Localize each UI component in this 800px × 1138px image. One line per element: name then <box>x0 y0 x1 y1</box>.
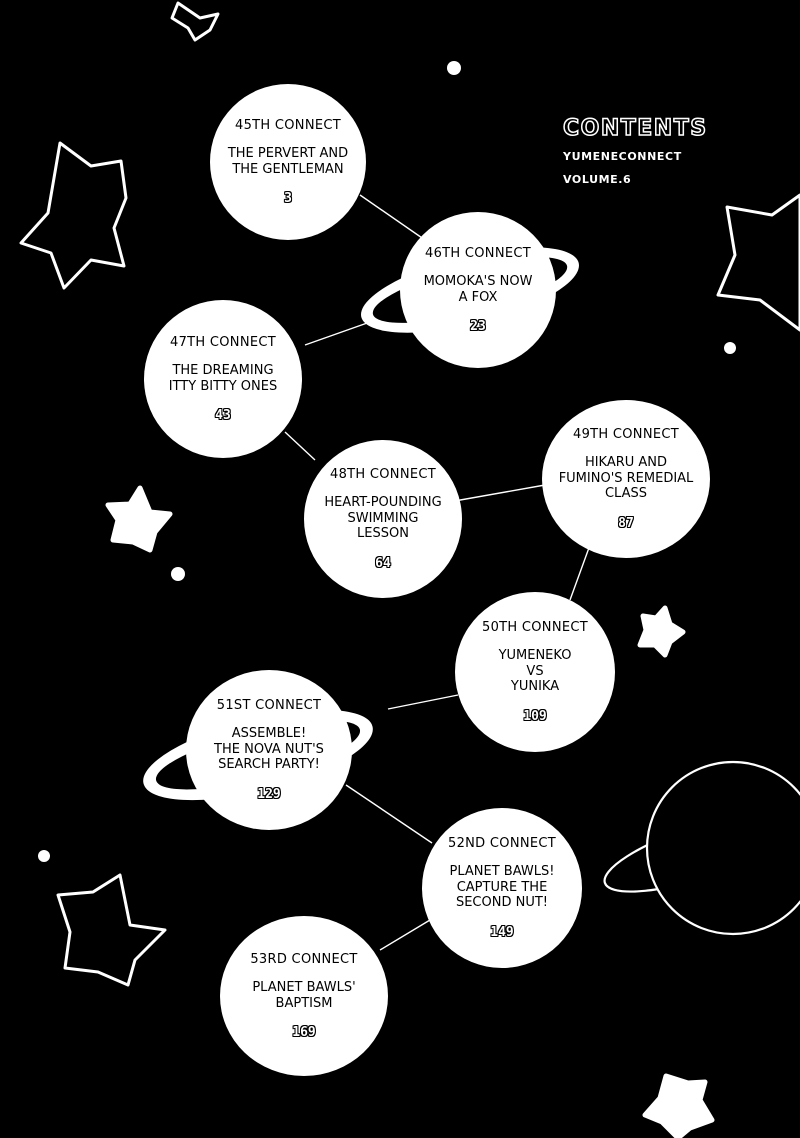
star-outline-icon <box>170 1 220 42</box>
chapter-page: 169 <box>292 1025 316 1040</box>
chapter-48[interactable]: 48TH CONNECT HEART-POUNDING SWIMMING LES… <box>304 440 462 598</box>
outline-planet-icon <box>603 760 800 936</box>
page-title: CONTENTS <box>562 115 708 142</box>
chapter-page: 23 <box>470 319 486 334</box>
chapter-number: 45TH CONNECT <box>235 118 341 133</box>
chapter-number: 49TH CONNECT <box>573 427 679 443</box>
star-filled-icon <box>642 1073 715 1138</box>
chapter-52[interactable]: 52ND CONNECT PLANET BAWLS! CAPTURE THE S… <box>422 808 582 968</box>
contents-header: CONTENTS YUMENECONNECT VOLUME.6 <box>562 115 708 186</box>
chapter-title: HEART-POUNDING SWIMMING LESSON <box>324 495 442 542</box>
chapter-number: 51ST CONNECT <box>216 698 322 714</box>
chapter-45[interactable]: 45TH CONNECT THE PERVERT AND THE GENTLEM… <box>210 84 366 240</box>
chapter-50[interactable]: 50TH CONNECT YUMENEKO VS YUNIKA 109 <box>455 592 615 752</box>
dots <box>38 61 736 862</box>
chapter-page: 109 <box>523 708 547 724</box>
chapter-title: YUMENEKO VS YUNIKA <box>498 648 572 695</box>
chapter-page: 64 <box>375 555 391 571</box>
chapter-title: MOMOKA'S NOW A FOX <box>423 274 533 305</box>
chapter-title: HIKARU AND FUMINO'S REMEDIAL CLASS <box>558 455 694 502</box>
chapter-title: THE PERVERT AND THE GENTLEMAN <box>227 146 349 177</box>
star-outline-icon <box>19 141 128 290</box>
chapter-51[interactable]: 51ST CONNECT ASSEMBLE! THE NOVA NUT'S SE… <box>186 670 352 830</box>
chapter-47[interactable]: 47TH CONNECT THE DREAMING ITTY BITTY ONE… <box>144 300 302 458</box>
chapter-title: PLANET BAWLS' BAPTISM <box>252 980 356 1011</box>
chapter-number: 53RD CONNECT <box>250 952 358 967</box>
chapter-53[interactable]: 53RD CONNECT PLANET BAWLS' BAPTISM 169 <box>220 916 388 1076</box>
chapter-page: 87 <box>618 515 634 531</box>
chapter-page: 3 <box>284 191 292 206</box>
star-filled-icon <box>637 605 686 658</box>
chapter-page: 149 <box>490 924 514 940</box>
star-outline-icon <box>56 873 167 987</box>
star-outline-icon <box>716 193 800 332</box>
chapter-46[interactable]: 46TH CONNECT MOMOKA'S NOW A FOX 23 <box>400 212 556 368</box>
volume-label: VOLUME.6 <box>563 173 632 186</box>
chapter-title: THE DREAMING ITTY BITTY ONES <box>168 363 278 394</box>
series-title: YUMENECONNECT <box>563 150 682 163</box>
chapter-number: 50TH CONNECT <box>482 620 588 636</box>
chapter-page: 129 <box>257 786 281 802</box>
chapter-number: 52ND CONNECT <box>448 836 556 852</box>
chapter-page: 43 <box>215 408 231 423</box>
chapter-number: 48TH CONNECT <box>330 467 436 483</box>
chapter-49[interactable]: 49TH CONNECT HIKARU AND FUMINO'S REMEDIA… <box>542 400 710 558</box>
chapter-number: 46TH CONNECT <box>425 246 531 261</box>
chapter-title: PLANET BAWLS! CAPTURE THE SECOND NUT! <box>449 864 555 911</box>
star-filled-icon <box>105 485 173 553</box>
chapter-title: ASSEMBLE! THE NOVA NUT'S SEARCH PARTY! <box>214 726 324 773</box>
chapter-number: 47TH CONNECT <box>170 335 276 350</box>
